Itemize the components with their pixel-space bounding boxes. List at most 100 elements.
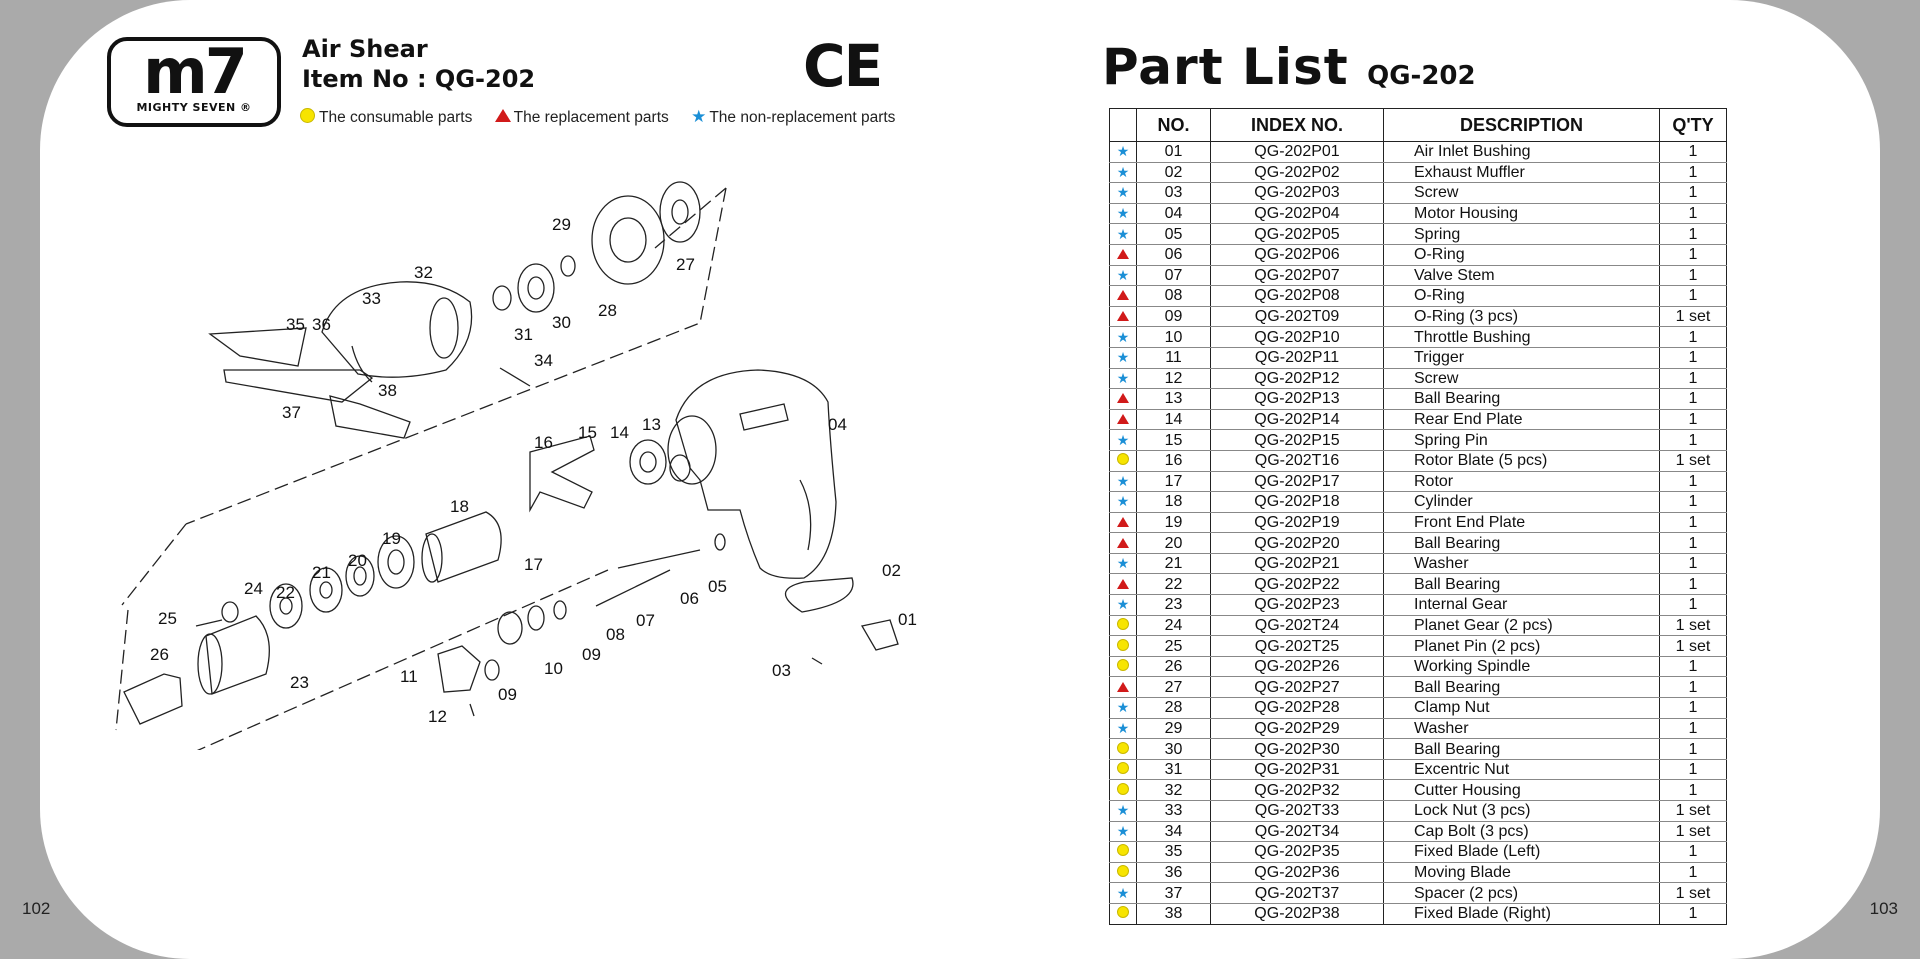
- part-quantity: 1 set: [1659, 450, 1727, 472]
- part-quantity: 1: [1659, 759, 1727, 781]
- non-replacement-star-icon: ★: [1116, 493, 1130, 510]
- replacement-triangle-icon: [1117, 516, 1129, 527]
- part-number: 08: [1136, 285, 1211, 307]
- callout-15: 15: [578, 423, 597, 442]
- index-number: QG-202P06: [1210, 244, 1384, 266]
- consumable-circle-icon: [1117, 617, 1129, 630]
- index-number: QG-202P04: [1210, 203, 1384, 225]
- index-number: QG-202P08: [1210, 285, 1384, 307]
- non-replacement-star-icon: ★: [1116, 349, 1130, 366]
- row-symbol: ★: [1109, 265, 1137, 287]
- part-quantity: 1: [1659, 326, 1727, 348]
- part-description: Moving Blade: [1383, 862, 1660, 884]
- index-number: QG-202T09: [1210, 306, 1384, 328]
- index-number: QG-202P15: [1210, 429, 1384, 451]
- consumable-circle-icon: [1117, 762, 1129, 775]
- part-number: 34: [1136, 821, 1211, 843]
- row-symbol: [1109, 738, 1137, 760]
- consumable-circle-icon: [1117, 906, 1129, 919]
- part-quantity: 1: [1659, 903, 1727, 925]
- index-number: QG-202T34: [1210, 821, 1384, 843]
- row-symbol: ★: [1109, 223, 1137, 245]
- parts-table-header: NO. INDEX NO. DESCRIPTION Q'TY: [1109, 108, 1727, 142]
- part-number: 19: [1136, 512, 1211, 534]
- part-description: Spacer (2 pcs): [1383, 882, 1660, 904]
- part-quantity: 1: [1659, 553, 1727, 575]
- part-description: Planet Gear (2 pcs): [1383, 615, 1660, 637]
- callout-25: 25: [158, 609, 177, 628]
- row-symbol: [1109, 573, 1137, 596]
- part-quantity: 1: [1659, 409, 1727, 431]
- logo-mark: m7: [143, 35, 248, 108]
- consumable-circle-icon: [300, 108, 315, 123]
- row-symbol: ★: [1109, 882, 1137, 904]
- index-number: QG-202P32: [1210, 779, 1384, 801]
- index-number: QG-202P02: [1210, 162, 1384, 184]
- part-number: 17: [1136, 471, 1211, 493]
- part-number: 31: [1136, 759, 1211, 781]
- part-description: Valve Stem: [1383, 265, 1660, 287]
- part-number: 18: [1136, 491, 1211, 513]
- part-quantity: 1: [1659, 388, 1727, 410]
- part-list-heading: Part List QG-202: [1102, 38, 1476, 96]
- part-number: 07: [1136, 265, 1211, 287]
- index-number: QG-202P18: [1210, 491, 1384, 513]
- part-number: 33: [1136, 800, 1211, 822]
- part-description: Washer: [1383, 718, 1660, 740]
- part-description: Washer: [1383, 553, 1660, 575]
- row-symbol: ★: [1109, 141, 1137, 163]
- legend-consumable: The consumable parts: [300, 108, 473, 126]
- part-quantity: 1: [1659, 738, 1727, 760]
- row-symbol: ★: [1109, 182, 1137, 204]
- part-list-title: Part List: [1102, 38, 1349, 96]
- part-number: 22: [1136, 573, 1211, 596]
- callout-27: 27: [676, 255, 695, 274]
- part-number: 32: [1136, 779, 1211, 801]
- logo-subtitle: MIGHTY SEVEN ®: [136, 101, 252, 114]
- non-replacement-star-icon: ★: [1116, 205, 1130, 222]
- replacement-triangle-icon: [1117, 681, 1129, 692]
- part-quantity: 1: [1659, 841, 1727, 863]
- part-quantity: 1: [1659, 862, 1727, 884]
- callout-35: 35: [286, 315, 305, 334]
- row-symbol: ★: [1109, 800, 1137, 822]
- part-quantity: 1: [1659, 203, 1727, 225]
- part-number: 21: [1136, 553, 1211, 575]
- row-symbol: ★: [1109, 368, 1137, 390]
- callout-29: 29: [552, 215, 571, 234]
- replacement-triangle-icon: [494, 109, 511, 122]
- index-number: QG-202P17: [1210, 471, 1384, 493]
- callout-01: 01: [898, 610, 917, 629]
- consumable-circle-icon: [1117, 638, 1129, 651]
- part-description: Spring: [1383, 223, 1660, 245]
- part-description: Spring Pin: [1383, 429, 1660, 451]
- callout-23: 23: [290, 673, 309, 692]
- callout-33: 33: [362, 289, 381, 308]
- row-symbol: ★: [1109, 594, 1137, 616]
- consumable-circle-icon: [1117, 844, 1129, 857]
- legend-label: The consumable parts: [319, 109, 473, 126]
- part-number: 28: [1136, 697, 1211, 719]
- non-replacement-star-icon: ★: [1116, 472, 1130, 489]
- non-replacement-star-icon: ★: [691, 107, 707, 126]
- row-symbol: [1109, 862, 1137, 884]
- replacement-triangle-icon: [1117, 249, 1129, 260]
- part-number: 23: [1136, 594, 1211, 616]
- part-description: Exhaust Muffler: [1383, 162, 1660, 184]
- part-quantity: 1: [1659, 779, 1727, 801]
- index-number: QG-202P23: [1210, 594, 1384, 616]
- consumable-circle-icon: [1117, 453, 1129, 466]
- part-quantity: 1: [1659, 429, 1727, 451]
- part-quantity: 1: [1659, 594, 1727, 616]
- part-description: Ball Bearing: [1383, 676, 1660, 699]
